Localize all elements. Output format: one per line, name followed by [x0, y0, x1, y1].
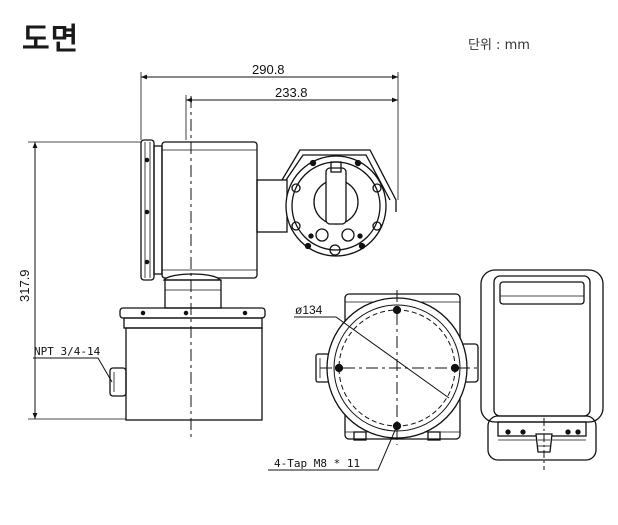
- dim-overall-height-label: 317.9: [17, 269, 32, 302]
- dim-head-width: [185, 95, 398, 140]
- side-view: [109, 139, 288, 421]
- npt-leader: [33, 357, 113, 383]
- dim-flange-diameter-label: ø134: [295, 303, 323, 317]
- pan-head-view: [281, 149, 397, 257]
- dim-overall-width-label: 290.8: [252, 62, 285, 77]
- diameter-leader: [294, 316, 450, 399]
- mounting-hole-callout: 4-Tap M8 * 11: [274, 457, 360, 470]
- dim-head-width-label: 233.8: [275, 85, 308, 100]
- mounting-hole-leader: [268, 427, 397, 471]
- dim-overall-width: [140, 72, 399, 200]
- front-view: [480, 269, 604, 461]
- npt-callout: NPT 3/4-14: [34, 345, 101, 358]
- dim-overall-height: [28, 141, 141, 420]
- page-title: 도면: [22, 22, 80, 57]
- unit-label: 단위 : mm: [468, 38, 530, 53]
